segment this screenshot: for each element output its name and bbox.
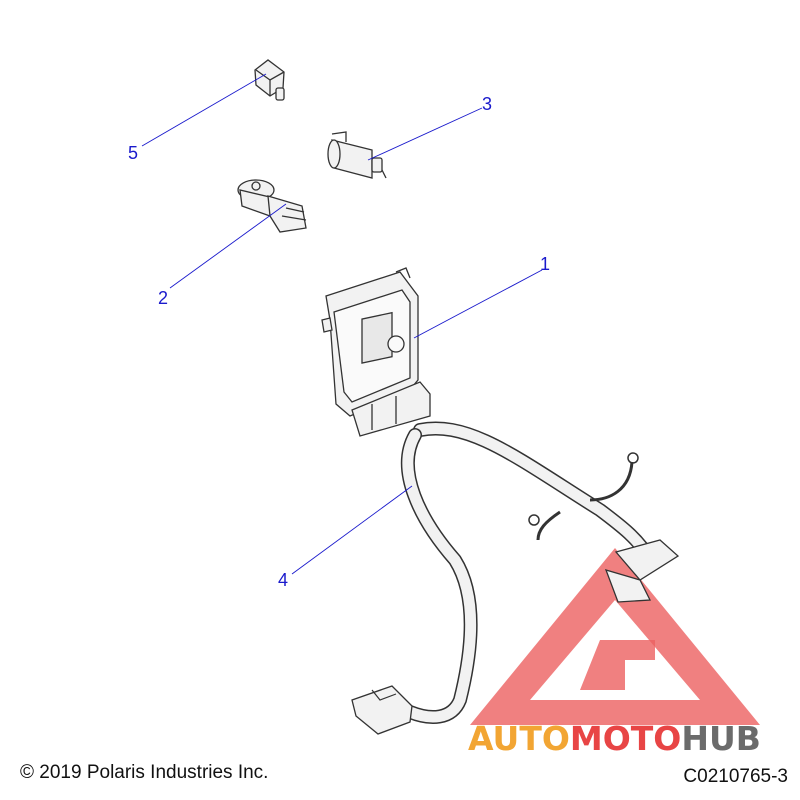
leader-line-4 [291,485,413,575]
leader-line-2 [169,203,287,289]
watermark-logo [470,548,760,725]
part-1-ecu [321,267,431,437]
callout-4: 4 [278,570,288,590]
callout-1: 1 [540,254,550,274]
callout-2: 2 [158,288,168,308]
triangle-logo-icon [470,548,760,725]
part-5-sensor [254,59,285,101]
drawing-id: C0210765-3 [683,766,788,787]
part-2-ignition-switch [237,179,307,233]
callouts: 1 2 3 4 5 [128,94,550,590]
watermark-text: AUTOMOTOHUB [468,719,761,758]
callout-5: 5 [128,143,138,163]
leader-line-3 [367,107,483,161]
leader-lines [141,73,543,575]
leader-line-5 [141,73,267,147]
copyright-text: © 2019 Polaris Industries Inc. [20,762,269,783]
part-4-harness [351,421,680,735]
leader-line-1 [413,269,543,339]
callout-3: 3 [482,94,492,114]
part-3-switch [327,131,387,179]
